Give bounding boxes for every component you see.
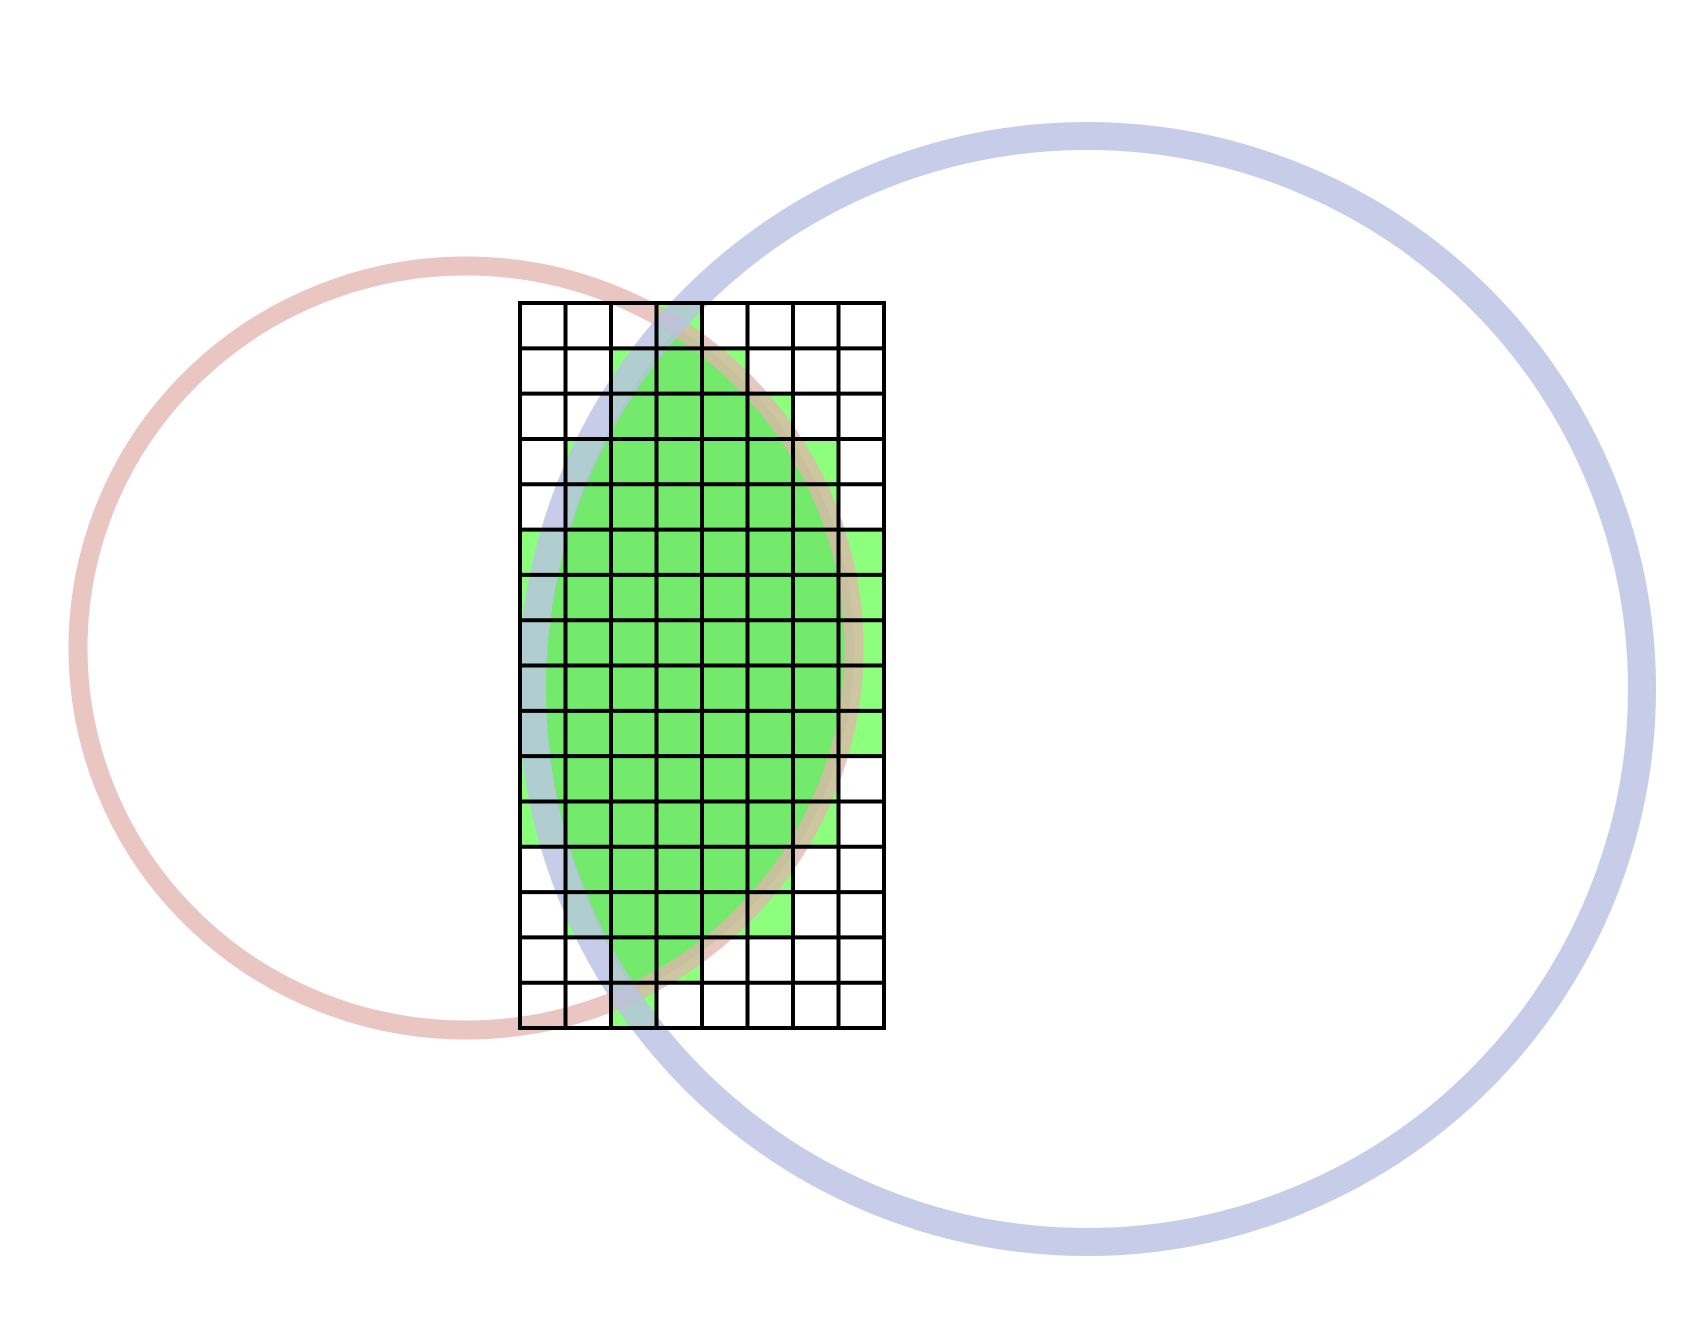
small-circle (68, 256, 864, 1040)
large-circle (518, 122, 1656, 1256)
circles-layer (68, 122, 1656, 1256)
grid-lines-layer (518, 301, 886, 1030)
